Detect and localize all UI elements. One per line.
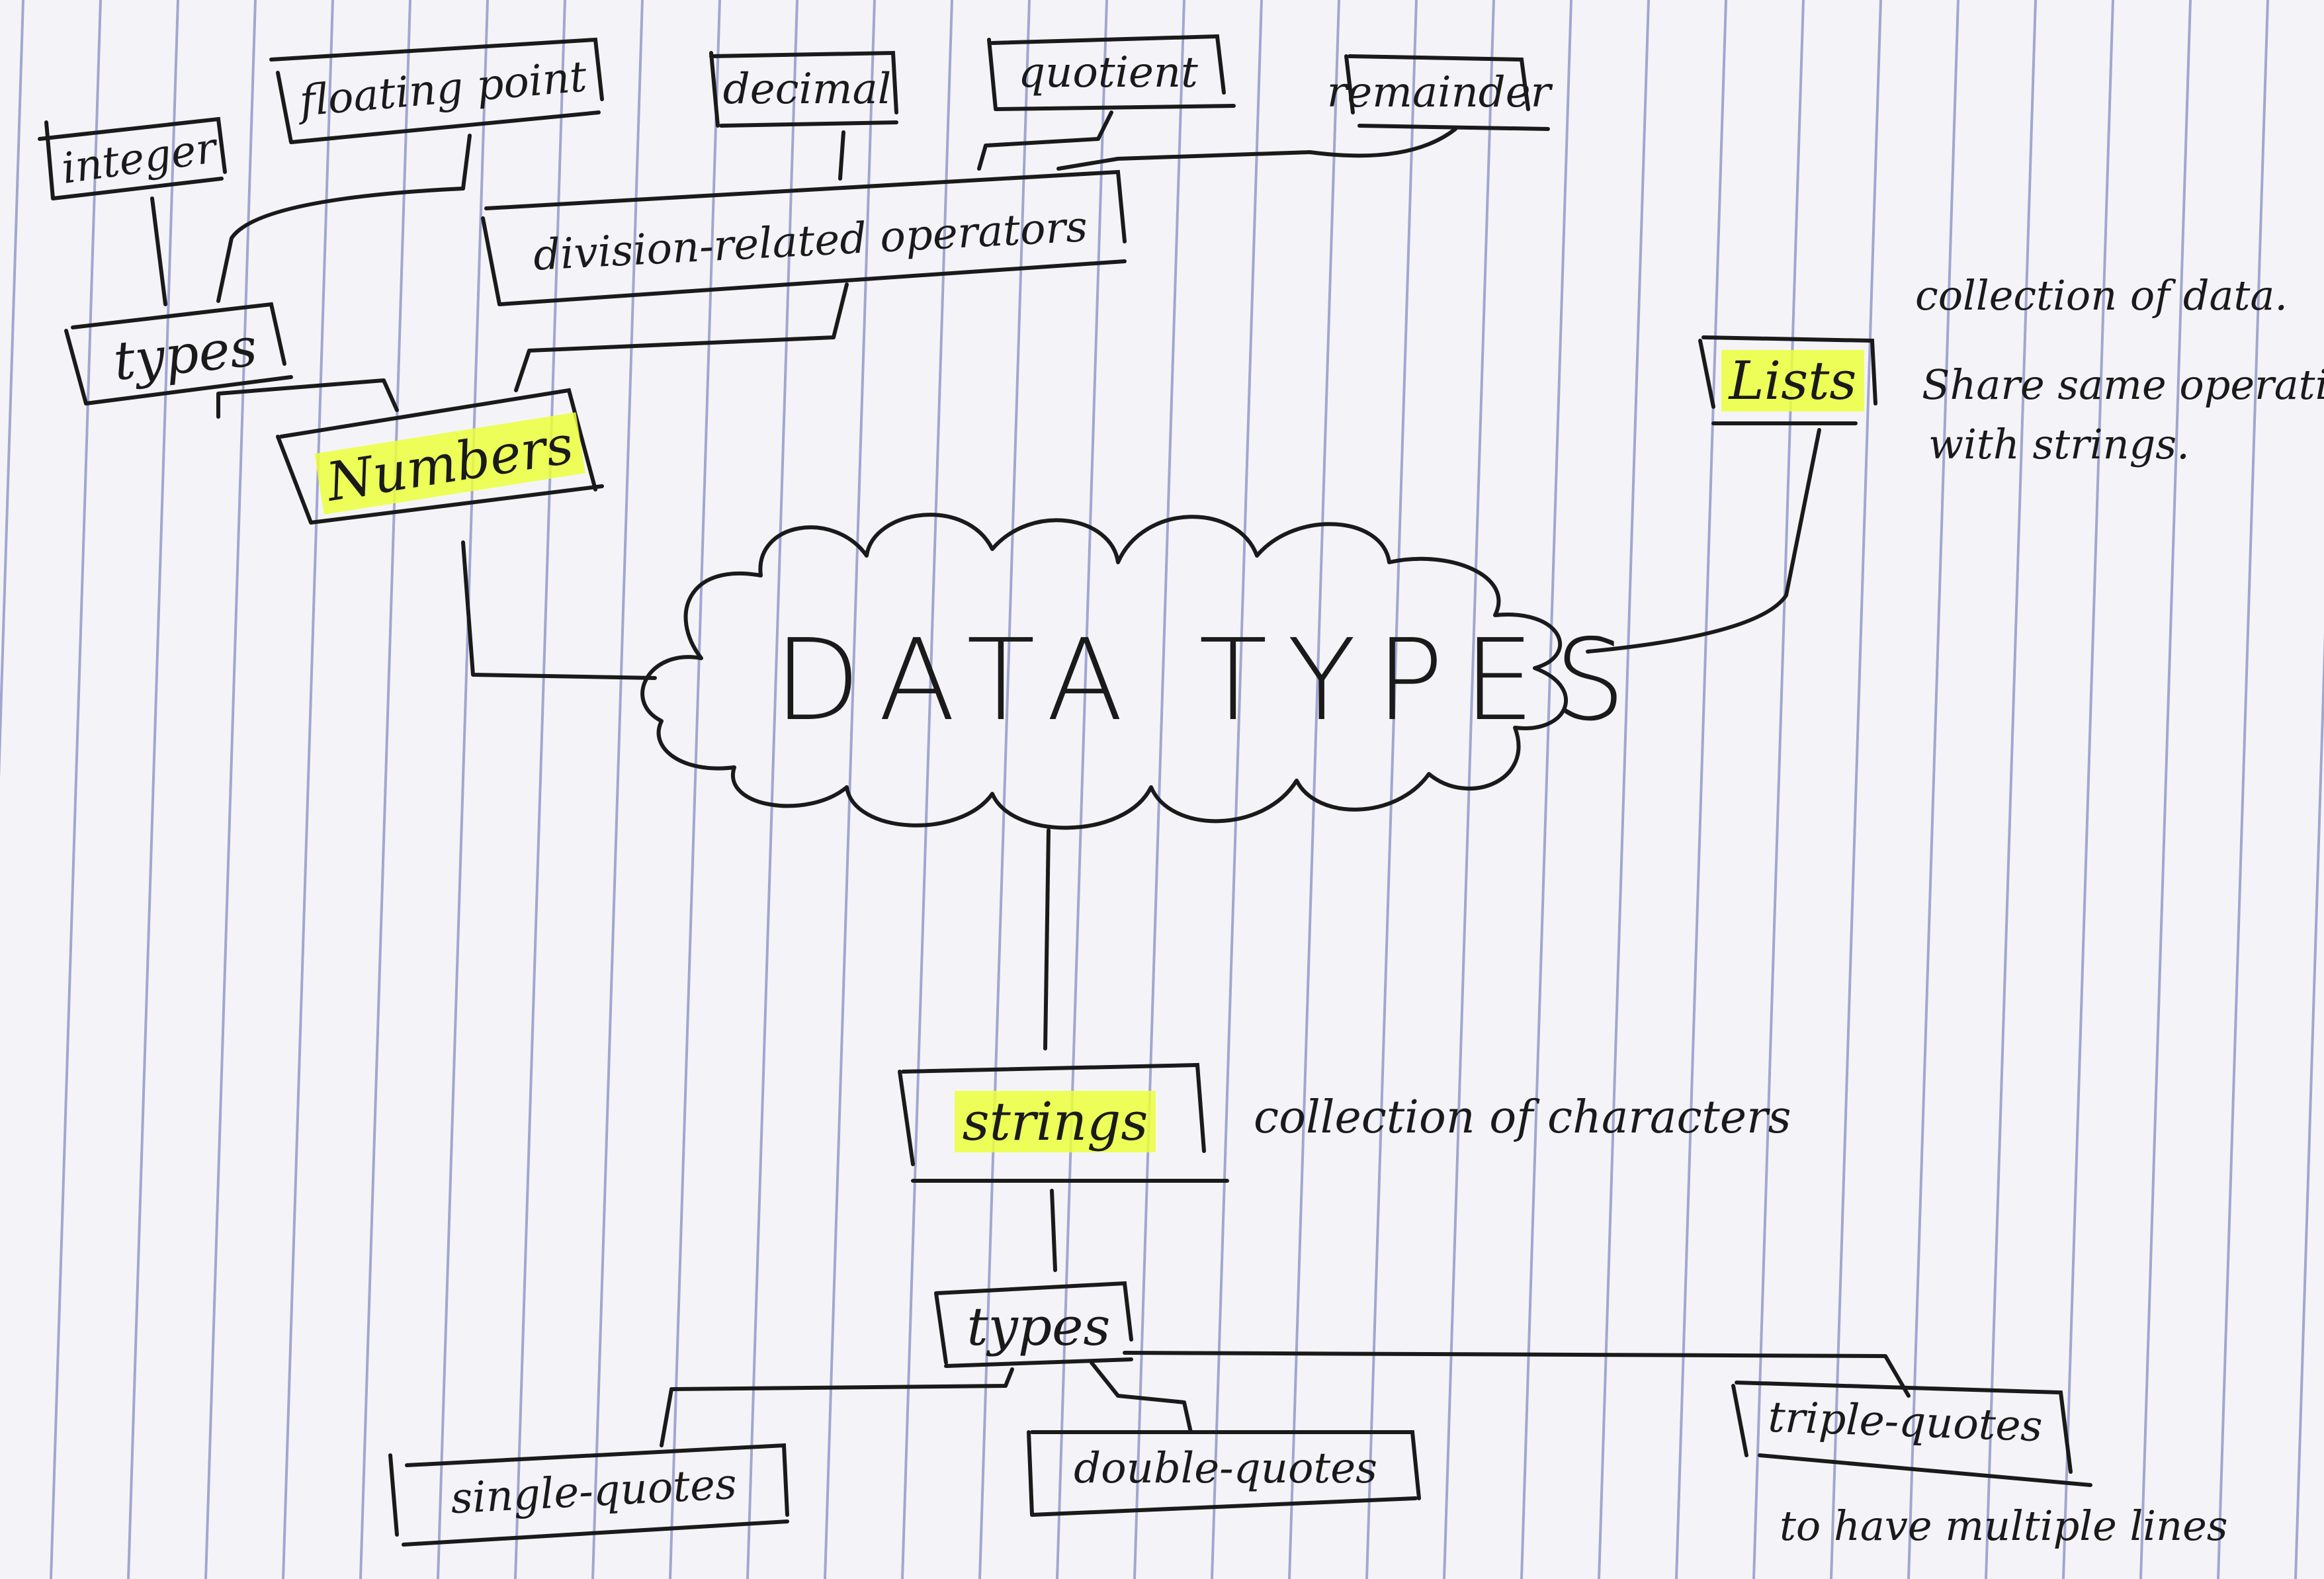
remainder-label: remainder: [1326, 68, 1551, 117]
node-lists: Lists: [1713, 344, 1872, 417]
strings-note: collection of characters: [1254, 1091, 1791, 1144]
rule-line: [1133, 0, 1185, 1579]
box-double-quotes: [1027, 1430, 1421, 1517]
rule-line: [901, 0, 953, 1579]
rule-line: [746, 0, 798, 1579]
connector-numbers-divops: [514, 282, 849, 392]
triple-quotes-note: to have multiple lines: [1780, 1502, 2228, 1550]
rule-line: [1752, 0, 1805, 1579]
connectors: [150, 110, 1911, 1447]
rule-line: [1365, 0, 1418, 1579]
node-decimal: decimal: [721, 60, 893, 119]
rule-line: [127, 0, 179, 1579]
floating-point-label: floating point: [298, 52, 589, 126]
box-division-ops: [481, 169, 1127, 306]
box-floating-point: [269, 37, 604, 144]
node-triple-quotes: triple-quotes: [1745, 1384, 2065, 1461]
rule-line: [1907, 0, 1959, 1579]
lists-note-3: with strings.: [1928, 420, 2190, 468]
connector-numbers-cloud: [461, 540, 657, 680]
connector-types-double: [1090, 1361, 1193, 1434]
decimal-label: decimal: [722, 65, 892, 114]
data-types-cloud: [640, 513, 1568, 830]
connector-divops-decimal: [838, 130, 845, 181]
double-quotes-label: double-quotes: [1074, 1444, 1377, 1493]
strings-types-label: types: [967, 1295, 1111, 1357]
connector-divops-quotient: [977, 110, 1113, 171]
rule-line: [1520, 0, 1572, 1579]
box-single-quotes: [388, 1443, 789, 1547]
box-triple-quotes: [1731, 1381, 2092, 1487]
node-quotient: quotient: [996, 43, 1221, 103]
box-types-numbers: [64, 302, 293, 405]
rule-line: [2217, 0, 2269, 1579]
node-strings-types: types: [946, 1293, 1131, 1359]
numbers-types-label: types: [110, 316, 260, 392]
box-strings: [898, 1062, 1229, 1183]
rule-line: [1985, 0, 2037, 1579]
rule-line: [1598, 0, 1650, 1579]
lists-label: Lists: [1721, 349, 1865, 411]
lists-note-1: collection of data.: [1915, 271, 2288, 320]
rule-line: [0, 0, 24, 779]
node-double-quotes: double-quotes: [1035, 1435, 1416, 1502]
connector-types-triple: [1123, 1351, 1911, 1398]
rule-line: [437, 0, 489, 1579]
boxes: [38, 34, 2092, 1547]
node-strings: strings: [913, 1078, 1197, 1164]
rule-line: [2139, 0, 2192, 1579]
connector-divops-remainder: [1056, 127, 1457, 171]
rule-line: [359, 0, 411, 1579]
connector-types-integer: [150, 196, 167, 306]
rule-line: [282, 0, 334, 1579]
triple-quotes-label: triple-quotes: [1767, 1392, 2044, 1452]
division-ops-label: division-related operators: [532, 202, 1089, 280]
rule-line: [824, 0, 876, 1579]
single-quotes-label: single-quotes: [449, 1459, 738, 1524]
rule-line: [2062, 0, 2114, 1579]
connector-types-floating: [216, 134, 472, 303]
rule-line: [1211, 0, 1263, 1579]
quotient-label: quotient: [1018, 48, 1198, 97]
connector-numbers-types: [216, 378, 399, 419]
box-numbers: [276, 388, 604, 525]
rule-line: [2294, 631, 2324, 1579]
rule-line: [1830, 0, 1882, 1579]
rule-line: [1675, 0, 1727, 1579]
rule-line: [978, 0, 1031, 1579]
box-quotient: [987, 34, 1236, 111]
rule-line: [669, 0, 721, 1579]
connector-strings-types: [1050, 1189, 1057, 1272]
box-lists: [1698, 335, 1877, 425]
box-integer: [38, 116, 227, 200]
connector-cloud-strings: [1043, 828, 1051, 1050]
lists-note-2: Share same operati: [1922, 361, 2324, 409]
rule-line: [204, 0, 257, 1579]
rule-line: [50, 0, 102, 1579]
center-label: DATA TYPES: [774, 615, 1646, 746]
strings-label: strings: [954, 1090, 1156, 1152]
box-decimal: [709, 50, 898, 128]
rule-line: [591, 0, 644, 1579]
connector-types-single: [660, 1367, 1014, 1447]
connector-lists-cloud: [1586, 428, 1821, 654]
box-remainder: [1344, 54, 1550, 131]
rule-line: [514, 0, 566, 1579]
node-remainder: remainder: [1327, 63, 1551, 122]
box-types-strings: [934, 1281, 1133, 1368]
rule-line: [1288, 0, 1340, 1579]
